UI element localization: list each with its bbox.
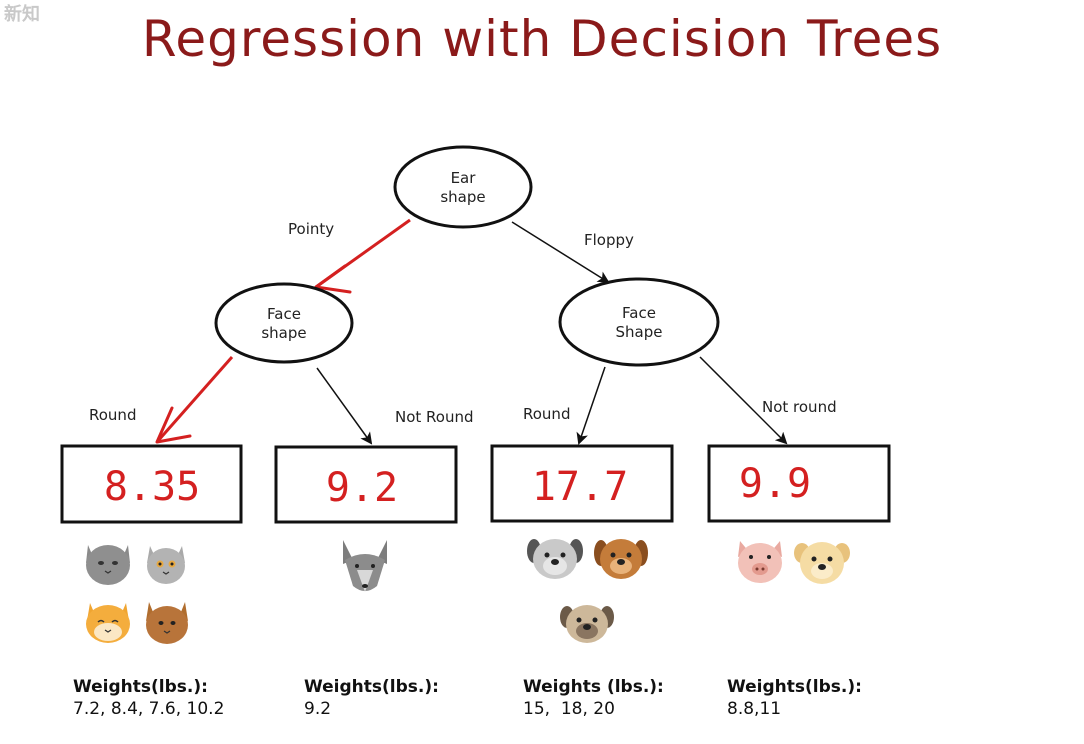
cat-icon <box>86 603 130 643</box>
right-node-label-line2: Shape <box>616 323 663 341</box>
weights-block-1: Weights(lbs.): 7.2, 8.4, 7.6, 10.2 <box>73 676 224 720</box>
edge-not-round-right <box>699 356 788 445</box>
pig-icon <box>738 541 782 583</box>
right-face-shape-node: Face Shape <box>558 277 720 367</box>
dog-icon <box>343 540 387 592</box>
leaf-value-1: 8.35 <box>104 464 200 510</box>
leaf-box-3: 17.7 <box>490 444 674 523</box>
leaf-box-4: 9.9 <box>707 444 891 523</box>
leaf-value-4: 9.9 <box>739 461 811 507</box>
weights-values-3: 15, 18, 20 <box>523 699 615 719</box>
dog-icon <box>527 539 583 579</box>
edge-label-not-round-right: Not round <box>762 398 837 416</box>
edge-label-floppy: Floppy <box>584 231 634 249</box>
root-node-label-line1: Ear <box>451 169 477 187</box>
edge-label-round-right: Round <box>523 405 570 423</box>
left-node-label-line1: Face <box>267 305 301 323</box>
dog-icon <box>594 539 648 579</box>
weights-title-2: Weights(lbs.): <box>304 677 439 697</box>
leaf-box-2: 9.2 <box>274 445 458 524</box>
root-node: Ear shape <box>393 145 533 229</box>
right-node-label-line1: Face <box>622 304 656 322</box>
leaf-box-1: 8.35 <box>60 444 243 524</box>
watermark: 新知 <box>4 4 40 25</box>
cat-icon <box>86 545 130 585</box>
dog-icon <box>560 605 614 643</box>
root-node-label-line2: shape <box>440 188 485 206</box>
edge-not-round-left <box>316 367 373 445</box>
weights-block-2: Weights(lbs.): 9.2 <box>304 676 439 720</box>
weights-block-4: Weights(lbs.): 8.8,11 <box>727 676 862 720</box>
weights-block-3: Weights (lbs.): 15, 18, 20 <box>523 676 664 720</box>
leaf-value-2: 9.2 <box>326 465 398 511</box>
edge-round-right <box>576 366 606 445</box>
edge-label-pointy: Pointy <box>288 220 334 238</box>
edge-label-not-round-left: Not Round <box>395 408 474 426</box>
weights-title-3: Weights (lbs.): <box>523 677 664 697</box>
edge-round-left <box>155 356 234 444</box>
dog-icon <box>794 542 850 584</box>
edge-label-round-left: Round <box>89 406 136 424</box>
left-face-shape-node: Face shape <box>214 282 354 364</box>
cat-icon <box>147 546 185 584</box>
edge-floppy <box>511 221 610 284</box>
weights-title-4: Weights(lbs.): <box>727 677 862 697</box>
leaf-value-3: 17.7 <box>532 464 628 510</box>
slide-title: Regression with Decision Trees <box>141 10 943 68</box>
weights-values-4: 8.8,11 <box>727 699 782 719</box>
cat-icon <box>146 602 188 644</box>
weights-values-1: 7.2, 8.4, 7.6, 10.2 <box>73 699 225 719</box>
weights-title-1: Weights(lbs.): <box>73 677 208 697</box>
weights-values-2: 9.2 <box>304 699 332 719</box>
left-node-label-line2: shape <box>261 324 306 342</box>
